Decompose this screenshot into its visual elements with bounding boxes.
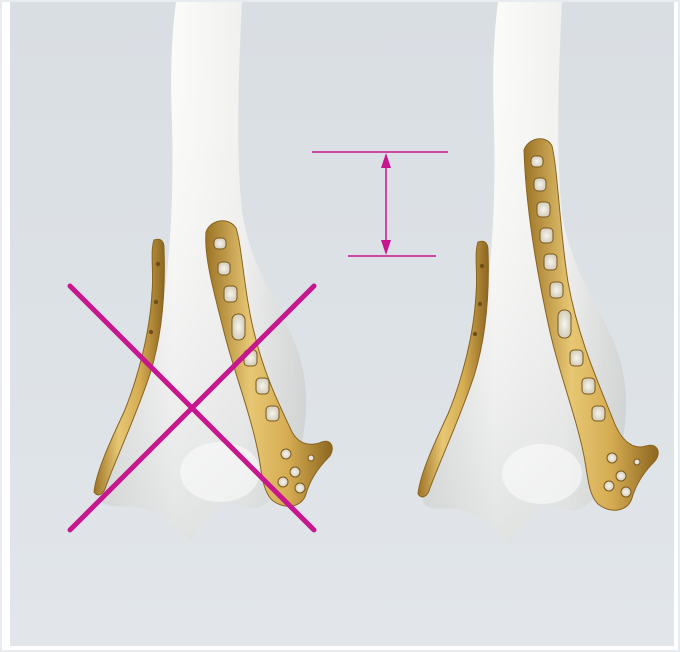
arrow-down-head <box>381 240 391 255</box>
measurement-arrow <box>312 152 448 256</box>
illustration-canvas <box>10 2 674 646</box>
arrow-up-head <box>381 153 391 168</box>
illustration-panel <box>10 2 674 646</box>
